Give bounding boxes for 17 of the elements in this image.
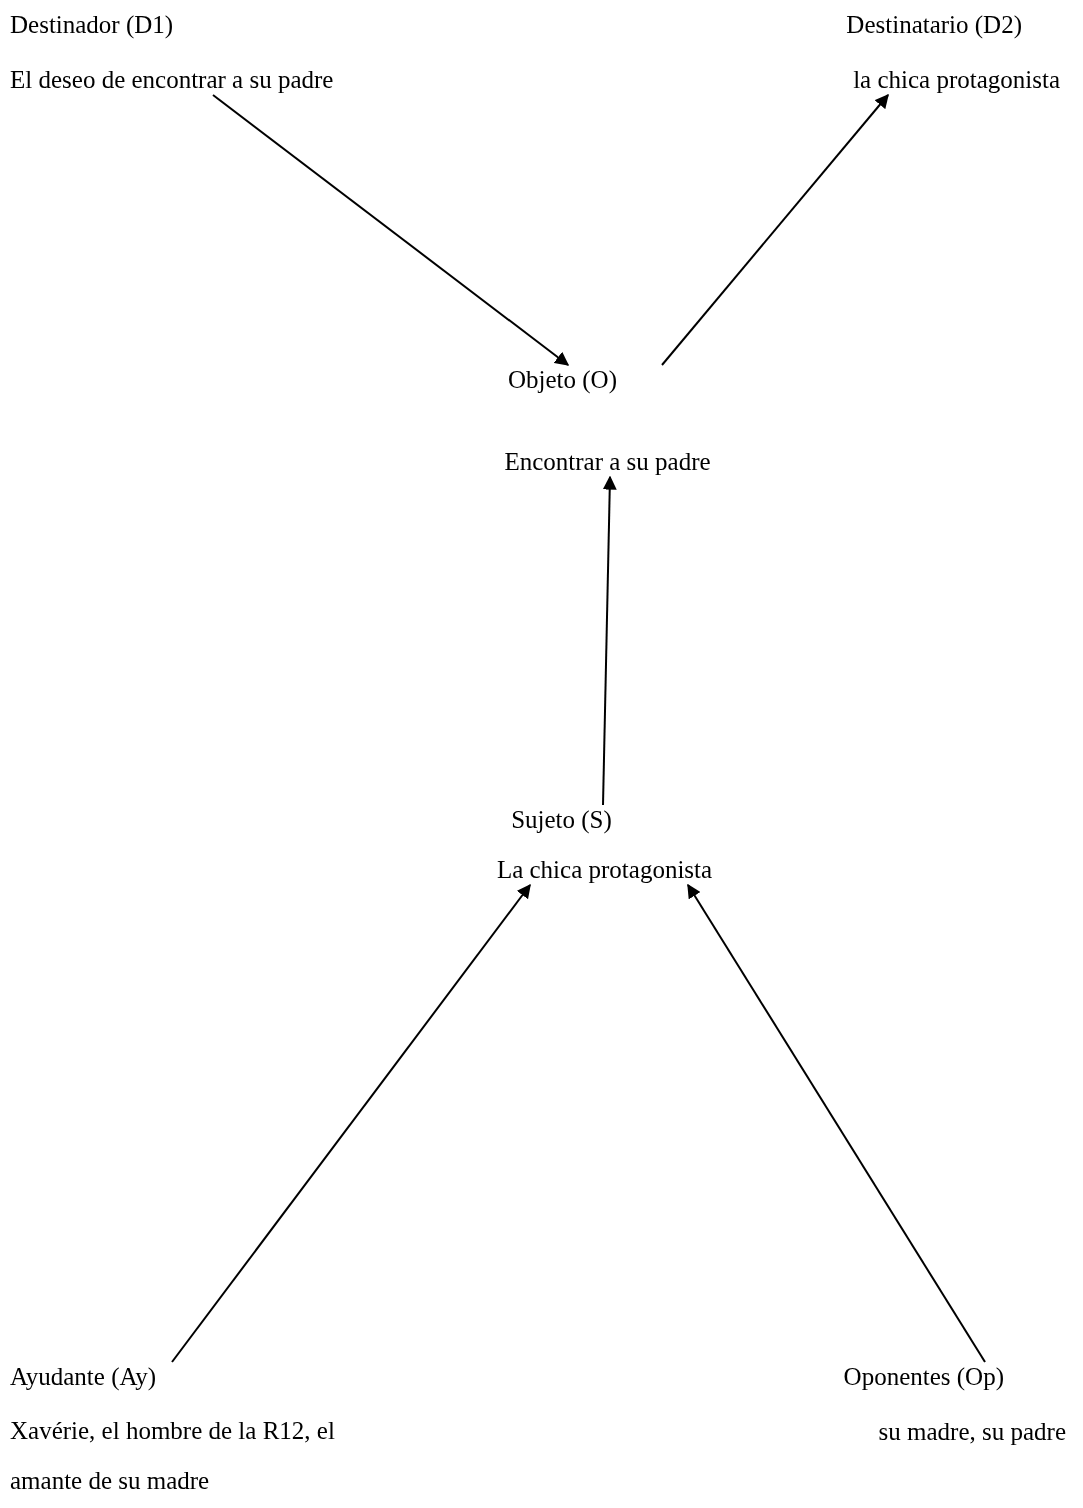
- role-text: su madre, su padre: [877, 1417, 1066, 1447]
- role-text: La chica protagonista: [495, 855, 714, 885]
- arrow: [687, 883, 986, 1363]
- role-text: Encontrar a su padre: [503, 447, 712, 477]
- role-heading: Destinador (D1): [10, 10, 175, 40]
- role-heading: Ayudante (Ay): [10, 1362, 158, 1392]
- arrow: [171, 883, 531, 1363]
- role-heading: Objeto (O): [507, 365, 618, 395]
- role-heading: Destinatario (D2): [845, 10, 1022, 40]
- role-heading: Sujeto (S): [510, 805, 613, 835]
- role-text: Xavérie, el hombre de la R12, el amante de su madre: [10, 1416, 336, 1496]
- role-heading: Oponentes (Op): [842, 1362, 1004, 1392]
- role-text: El deseo de encontrar a su padre: [10, 65, 335, 95]
- role-text: la chica protagonista: [852, 65, 1060, 95]
- arrow: [212, 94, 570, 366]
- arrow: [661, 93, 889, 366]
- arrow: [602, 475, 617, 806]
